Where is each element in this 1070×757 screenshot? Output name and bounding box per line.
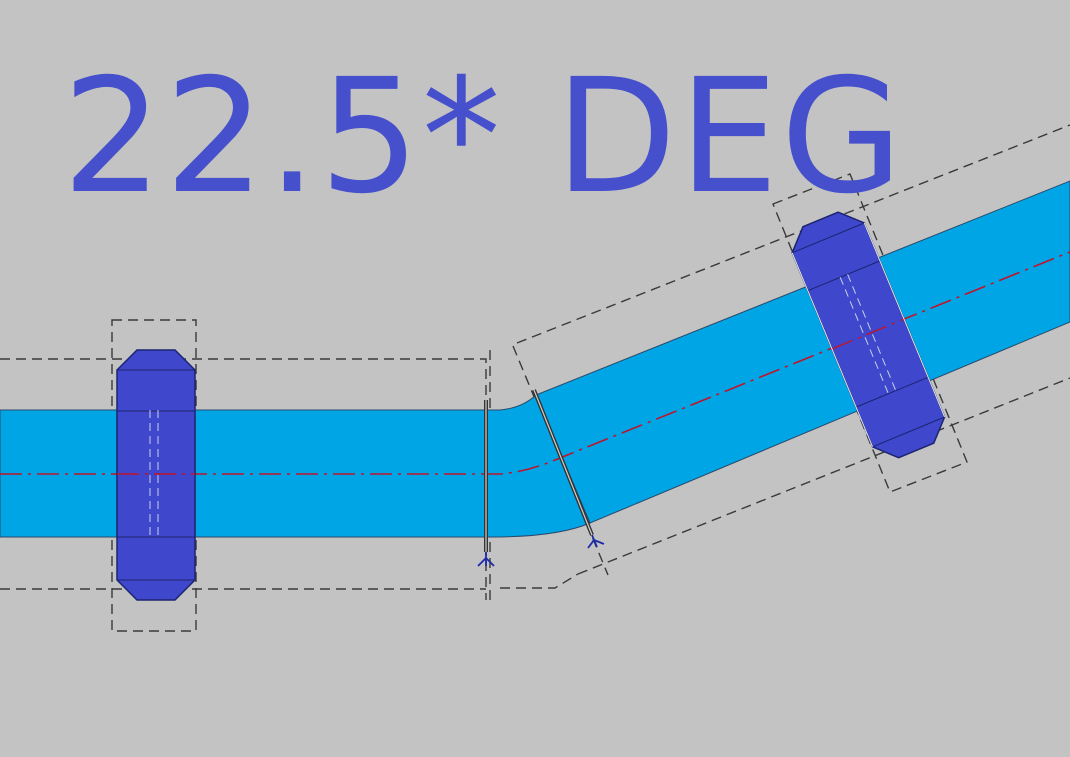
right-joint <box>532 389 605 549</box>
left-coupling <box>116 349 196 601</box>
right-joint-hanger-icon <box>587 534 605 549</box>
left-joint <box>477 400 495 567</box>
right-coupling <box>791 211 946 459</box>
pipe-centerline <box>0 251 1070 475</box>
left-coupling-clearance-box <box>111 319 197 632</box>
bend-angle-annotation: 22.5* DEG <box>62 45 905 229</box>
bend-clearance-outline <box>489 350 579 600</box>
angled-pipe-clearance-outline <box>512 124 1070 576</box>
left-joint-hanger-icon <box>477 552 495 567</box>
